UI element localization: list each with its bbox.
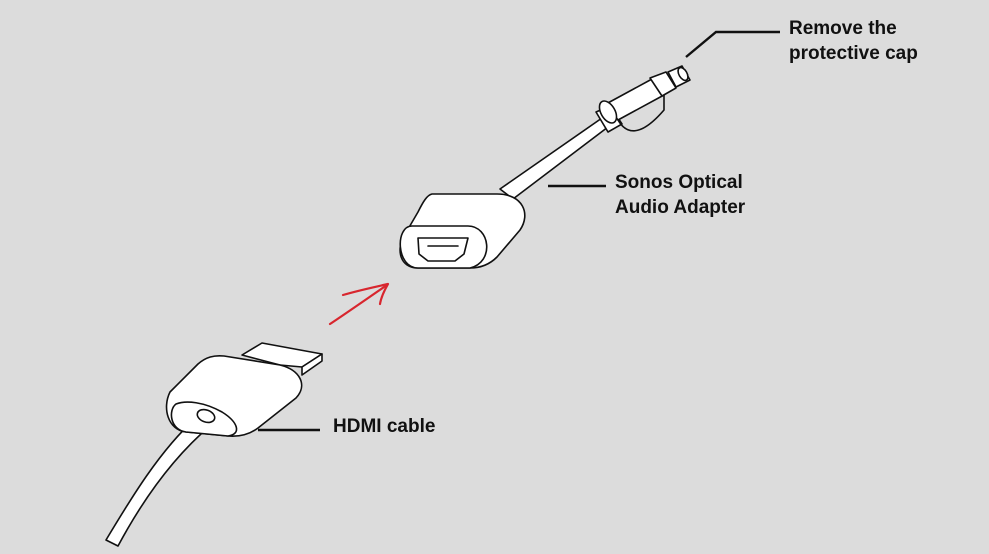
optical-adapter [399,65,691,269]
hdmi-plug [105,342,323,547]
label-sonos-optical-audio-adapter: Sonos Optical Audio Adapter [615,172,746,218]
hdmi-cable [105,417,211,547]
label-hdmi-cable: HDMI cable [333,416,436,437]
insert-direction-arrow [328,282,390,326]
label-remove-protective-cap: Remove the protective cap [789,18,918,64]
hdmi-port [417,237,469,262]
adapter-ring [649,71,677,97]
cap-leader-line [685,30,780,58]
